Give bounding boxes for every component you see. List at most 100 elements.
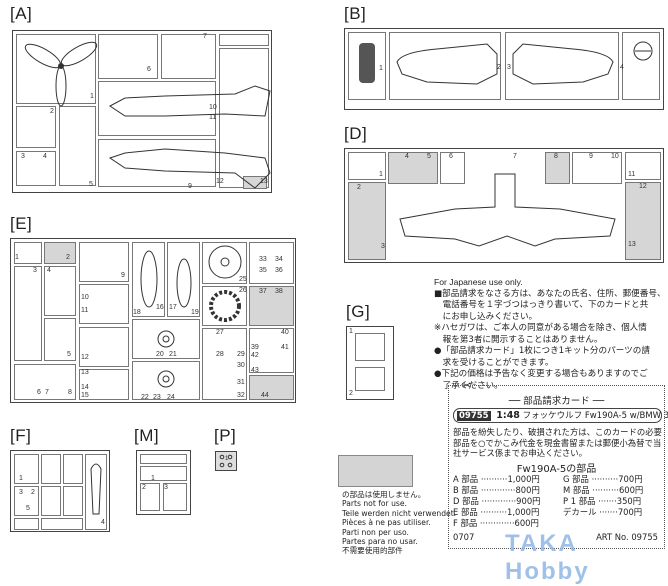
part-number: 2: [497, 64, 501, 71]
part-number: 4: [405, 153, 409, 160]
legend-line: の部品は使用しません。: [342, 490, 426, 499]
canopy-part-icon: [90, 463, 102, 515]
part-number: 4: [47, 267, 51, 274]
part-number: 14: [81, 384, 89, 391]
notice-line: For Japanese use only.: [434, 277, 523, 287]
round-part-icon: [633, 41, 653, 61]
part-number: 33: [259, 256, 267, 263]
part-number: 1: [349, 328, 353, 335]
part-number: 1: [19, 475, 23, 482]
part-number: 8: [68, 389, 72, 396]
part-number: 11: [209, 114, 217, 121]
card-description: 部品を紛失したり、破損された方は、このカードの必要部品を○でかこみ代金を現金書留…: [453, 427, 663, 458]
part-number: 34: [275, 256, 283, 263]
sprue-e: 1 2 3 4 5 6 7 8 9 10 11 12 13 14 15 16 1…: [10, 238, 296, 403]
part-number: 9: [188, 183, 192, 190]
notice-line: ●下記の価格は予告なく変更する場合もありますのでご: [434, 369, 648, 379]
engine-cylinders-icon: [209, 290, 241, 322]
sprue-b: 1 2 3 4: [344, 28, 664, 110]
part-number: 38: [275, 288, 283, 295]
kit-name: フォッケウルフ Fw190A-5 w/BMW 327: [522, 411, 668, 421]
part-number: 11: [81, 307, 89, 314]
part-number: 5: [67, 351, 71, 358]
lower-wing-icon: [399, 173, 616, 247]
part-number: 5: [427, 153, 431, 160]
part-number: 7: [45, 389, 49, 396]
engine-fan-icon: [208, 245, 242, 279]
notice-line: 報を第3者に開示することはありません。: [434, 334, 603, 345]
part-number: 27: [216, 329, 224, 336]
art-number: ART No. 09755: [596, 532, 658, 542]
notice-line: 求を受けることができます。: [434, 357, 554, 368]
section-label-a: [A]: [10, 4, 33, 23]
part-number: 15: [81, 392, 89, 399]
part-number: 6: [449, 153, 453, 160]
part-number: 2: [66, 254, 70, 261]
drop-tank-icon: [140, 250, 158, 308]
price-row: P 1 部品 ·······350円: [563, 496, 642, 506]
price-row: D 部品 ·············900円: [453, 496, 541, 506]
notice-line: 電話番号を１字づつはっきり書いて、下のカードと共: [434, 300, 649, 310]
section-label-g: [G]: [346, 302, 371, 321]
part-number: 5: [26, 505, 30, 512]
part-number: 36: [275, 267, 283, 274]
legend-line: Partes para no usar.: [342, 537, 418, 547]
part-number: 31: [237, 379, 245, 386]
section-label-e: [E]: [10, 214, 33, 233]
part-number: 10: [81, 294, 89, 301]
watermark: TAKA Hobby: [505, 530, 590, 585]
part-number: 13: [628, 241, 636, 248]
part-number: 2: [142, 484, 146, 491]
part-number: 29: [237, 351, 245, 358]
part-number: 17: [169, 304, 177, 311]
part-number: 4: [101, 519, 105, 526]
price-row: G 部品 ··········700円: [563, 474, 643, 484]
price-row: デカール ·······700円: [563, 507, 643, 517]
part-number: 44: [261, 392, 269, 399]
legend-line: Parti non per uso.: [342, 527, 409, 537]
part-number: 18: [133, 309, 141, 316]
wheel-icon: [157, 370, 175, 388]
part-number: 40: [281, 329, 289, 336]
part-number: 23: [153, 394, 161, 401]
part-number: 6: [37, 389, 41, 396]
part-number: 30: [237, 362, 245, 369]
part-number: 12: [81, 354, 89, 361]
part-number: 19: [191, 309, 199, 316]
part-number: 24: [167, 394, 175, 401]
sprue-f: 1 3 2 5 4: [10, 450, 110, 532]
not-for-use-swatch: [338, 455, 413, 487]
part-number: 9: [589, 153, 593, 160]
notice-line: ■部品請求をなさる方は、あなたの氏名、住所、郵便番号、: [434, 288, 666, 299]
bomb-icon: [176, 258, 192, 308]
japanese-notice: For Japanese use only. ■部品請求をなさる方は、あなたの氏…: [434, 277, 666, 392]
footer-code: 0707: [453, 532, 475, 542]
part-number: 5: [89, 181, 93, 188]
price-row: F 部品 ·············600円: [453, 518, 539, 528]
sprue-d: 1 3 2 4 5 6 7 8 9 10 11 12 13: [344, 148, 664, 263]
card-title: ── 部品請求カード ──: [508, 396, 605, 407]
part-number: 7: [513, 153, 517, 160]
propeller-part-icon: [24, 41, 98, 107]
part-number: 43: [251, 367, 259, 374]
section-label-p: [P]: [214, 426, 237, 445]
part-number: 32: [237, 392, 245, 399]
part-number: 1: [151, 475, 155, 482]
part-number: 7: [203, 33, 207, 40]
part-number: 42: [251, 352, 259, 359]
fuselage-half-right-icon: [108, 148, 271, 189]
price-title: Fw190A-5の部品: [516, 464, 597, 475]
part-number: 25: [239, 276, 247, 283]
part-number: 2: [50, 108, 54, 115]
sprue-g: 1 2: [346, 326, 394, 400]
part-number: 35: [259, 267, 267, 274]
part-number: 4: [43, 153, 47, 160]
part-number: 12: [216, 178, 224, 185]
fuselage-half-left-icon: [109, 85, 271, 117]
part-number: 4: [620, 64, 624, 71]
part-number: 9: [121, 272, 125, 279]
price-row: E 部品 ··········1,000円: [453, 507, 540, 517]
part-number: 1: [15, 254, 19, 261]
part-number: 1: [379, 171, 383, 178]
part-number: 3: [33, 267, 37, 274]
